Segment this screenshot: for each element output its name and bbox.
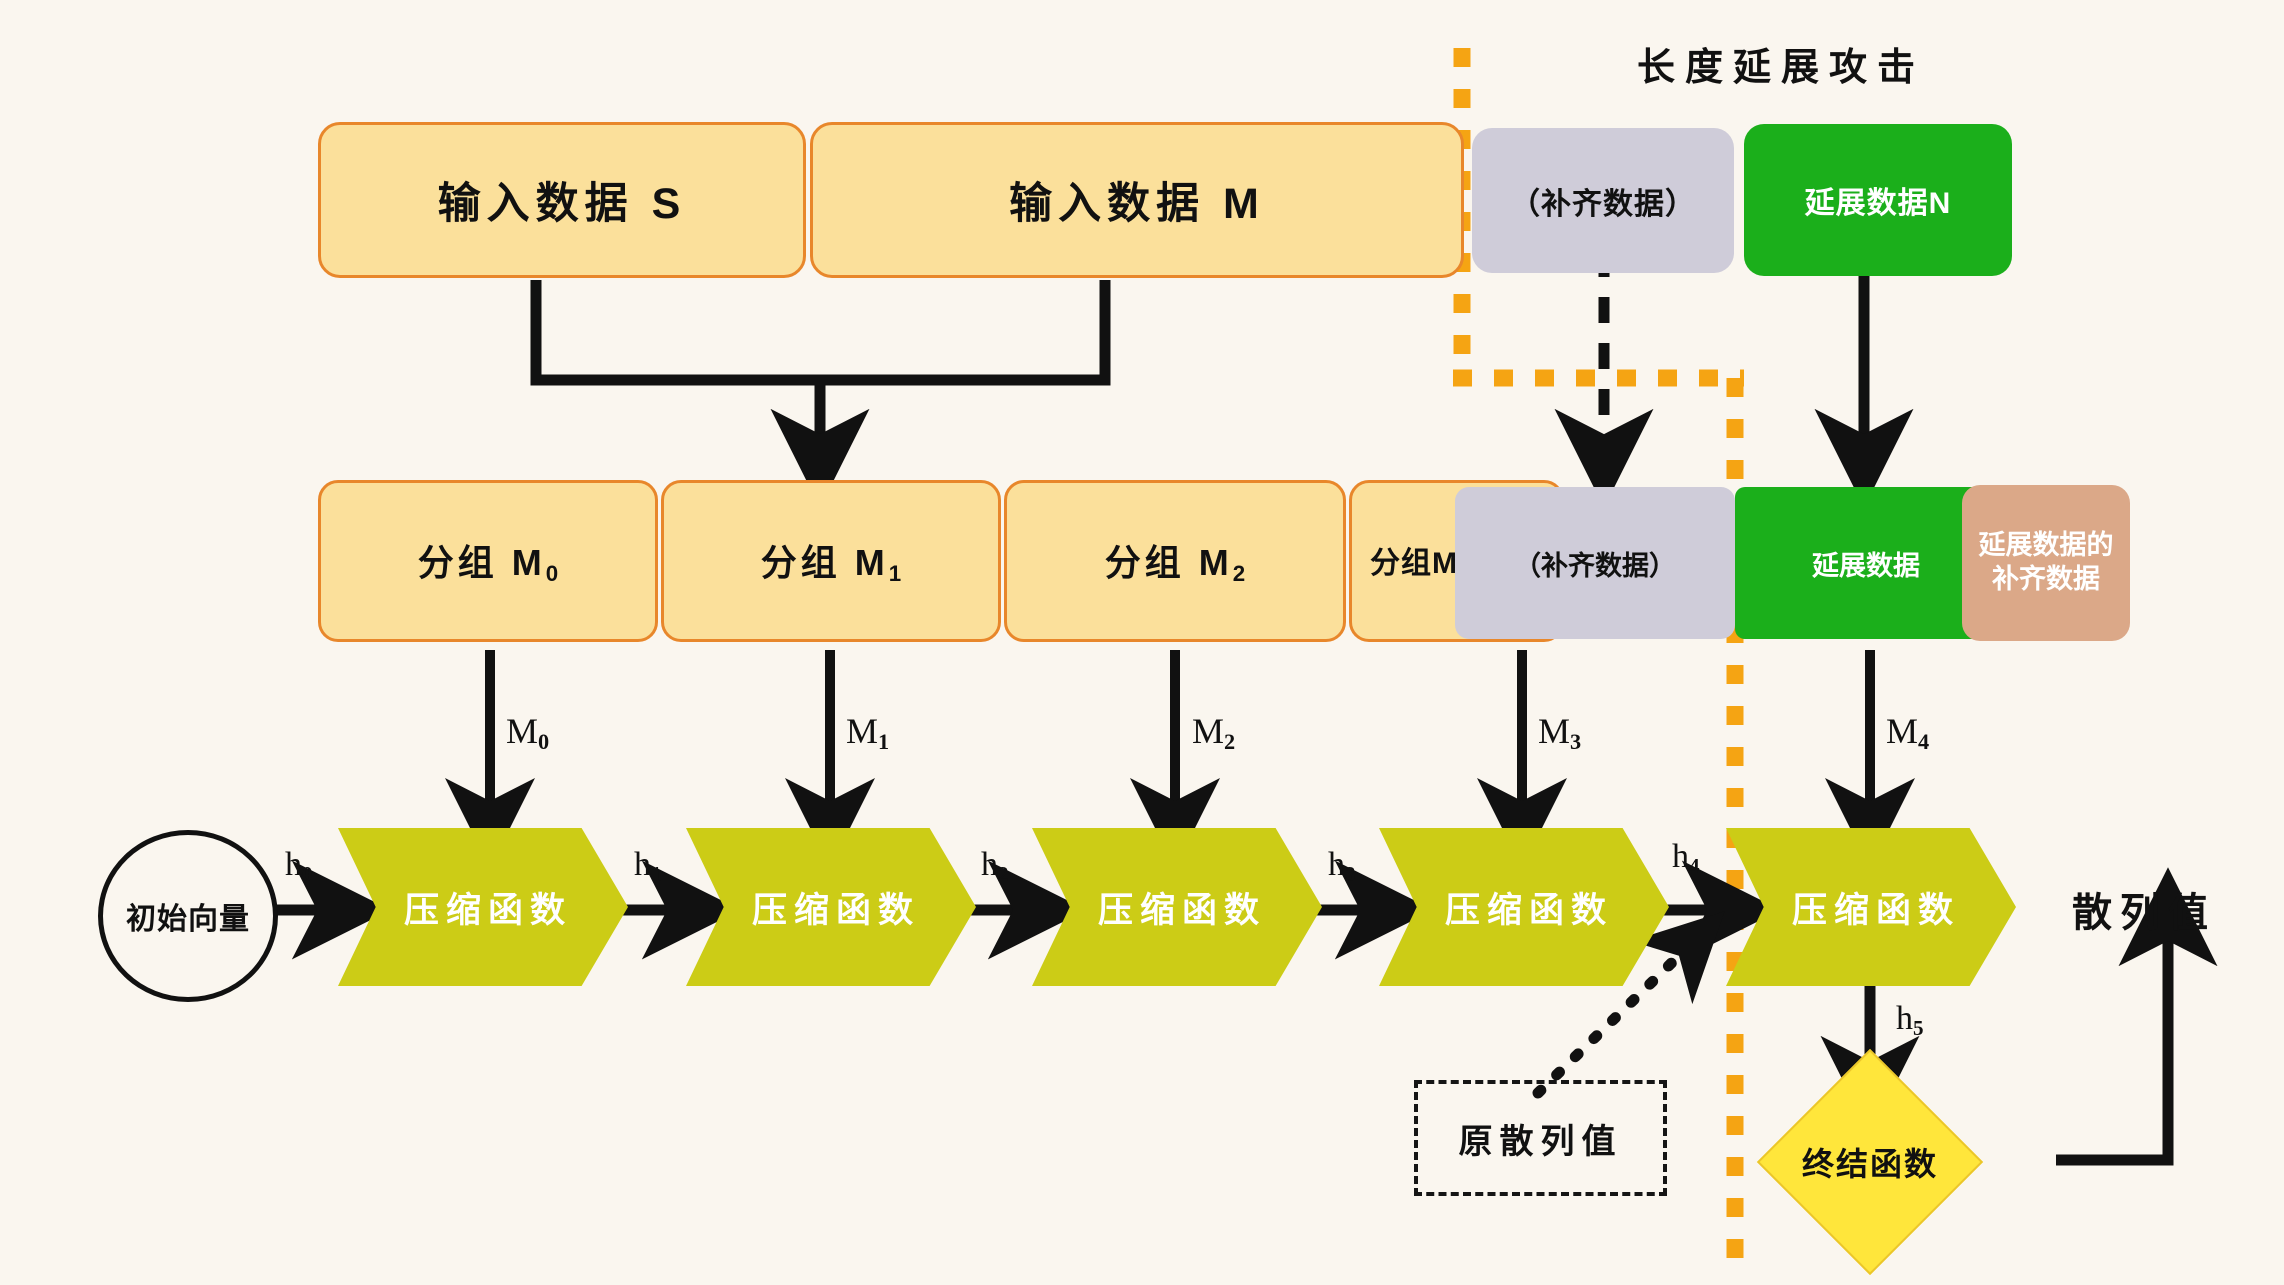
initial-vector-node[interactable]: 初始向量 (98, 830, 278, 1002)
block-padding-row2[interactable]: （补齐数据） (1455, 487, 1735, 639)
original-hash-box[interactable]: 原散列值 (1414, 1080, 1667, 1196)
label-m4: M4 (1886, 711, 1930, 755)
label-h5: h5 (1896, 1000, 1924, 1040)
label-h3: h3 (1328, 846, 1356, 886)
label-h1: h1 (634, 846, 662, 886)
extension-padding-line2: 补齐数据 (1992, 564, 2100, 594)
block-input-data-m[interactable]: 输入数据 M (810, 122, 1464, 278)
block-extension-padding[interactable]: 延展数据的 补齐数据 (1962, 485, 2130, 641)
final-function-label: 终结函数 (1801, 1145, 1939, 1182)
block-group-m1-label: 分组 M1 (760, 542, 902, 587)
compression-function-3[interactable]: 压缩函数 (1032, 828, 1322, 986)
label-m0: M0 (506, 711, 550, 755)
block-padding-row1[interactable]: （补齐数据） (1472, 128, 1734, 273)
block-group-m2[interactable]: 分组 M2 (1004, 480, 1346, 642)
block-group-m0[interactable]: 分组 M0 (318, 480, 658, 642)
split-bracket (530, 280, 1111, 508)
compression-function-5[interactable]: 压缩函数 (1726, 828, 2016, 986)
label-h2: h2 (981, 846, 1009, 886)
label-h4: h4 (1672, 838, 1700, 878)
block-group-m2-label: 分组 M2 (1104, 542, 1246, 587)
compression-function-2[interactable]: 压缩函数 (686, 828, 976, 986)
message-arrows (445, 650, 1915, 869)
compression-function-1[interactable]: 压缩函数 (338, 828, 628, 986)
label-m2: M2 (1192, 711, 1236, 755)
block-input-data-s[interactable]: 输入数据 S (318, 122, 806, 278)
label-hash-output: 散列值 (2072, 891, 2216, 935)
output-arrow (2056, 867, 2218, 1166)
compression-function-4[interactable]: 压缩函数 (1379, 828, 1669, 986)
block-group-m3-label: 分组M3 (1370, 547, 1468, 582)
block-group-m0-label: 分组 M0 (417, 542, 559, 587)
block-group-m1[interactable]: 分组 M1 (661, 480, 1001, 642)
diagram-title: 长度延展攻击 (1637, 47, 1926, 89)
block-extension-data-n[interactable]: 延展数据N (1744, 124, 2012, 276)
final-function-node[interactable]: 终结函数 (1756, 1048, 1984, 1276)
label-h0: h0 (285, 846, 313, 886)
extension-padding-line1: 延展数据的 (1978, 530, 2114, 561)
label-m3: M3 (1538, 711, 1582, 755)
block-extension-data[interactable]: 延展数据 (1735, 487, 1997, 639)
label-m1: M1 (846, 711, 890, 755)
